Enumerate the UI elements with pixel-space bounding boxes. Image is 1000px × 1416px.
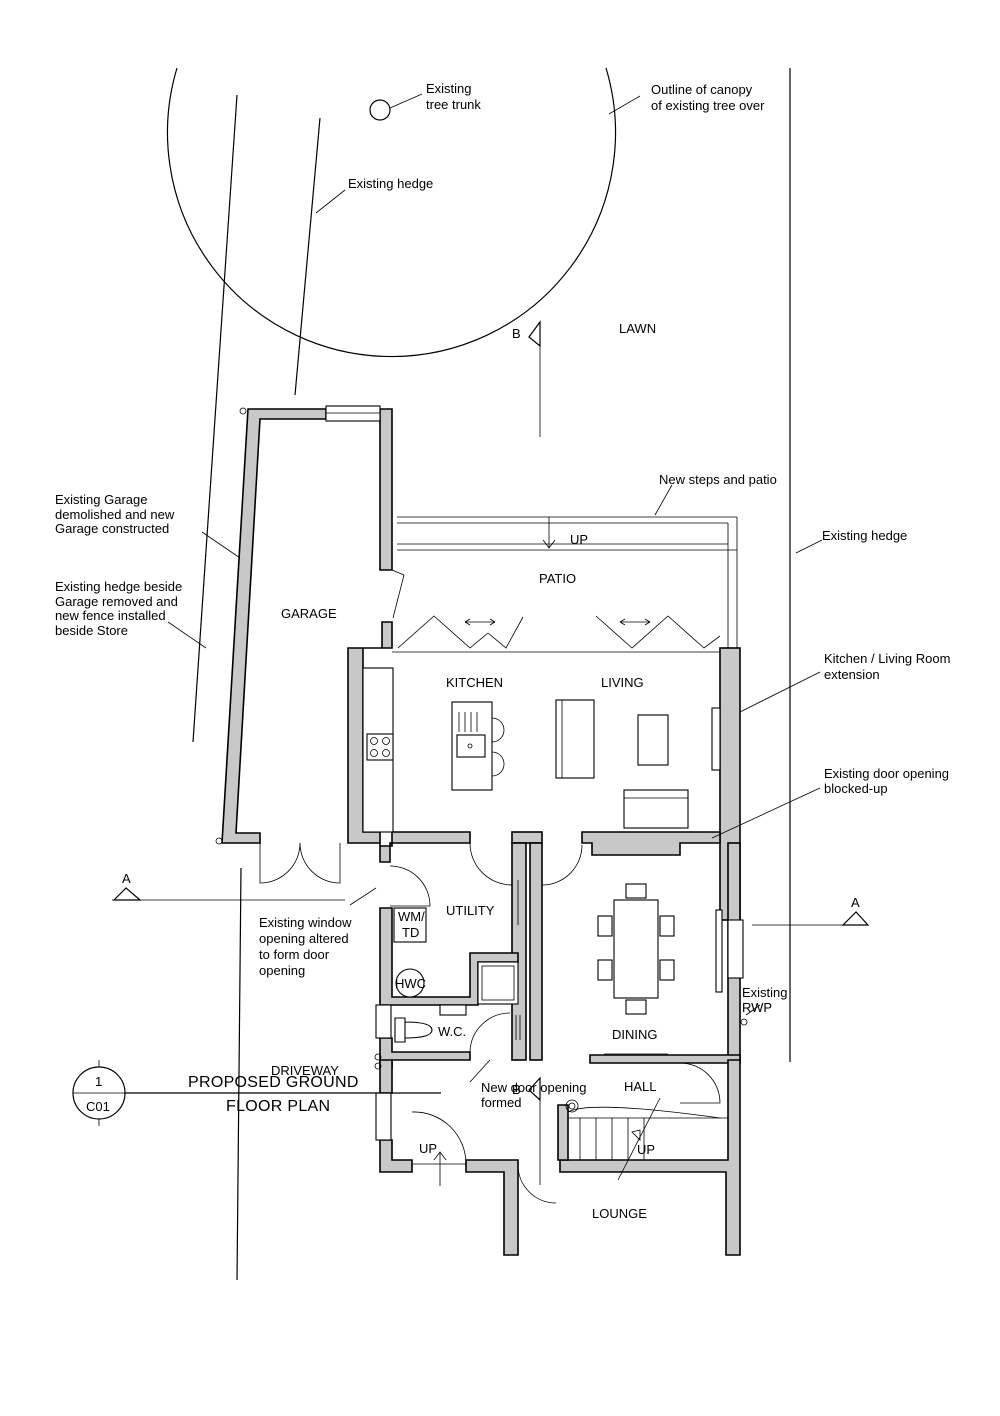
note-rwp-1: Existing [742, 985, 788, 1000]
title-line-2: FLOOR PLAN [226, 1098, 330, 1115]
garage-wall [221, 408, 327, 844]
toilet-icon [394, 1017, 433, 1043]
note-new-door-2: formed [481, 1095, 521, 1110]
hwc-cylinder-icon [395, 968, 425, 998]
note-hedge-removed-4: beside Store [55, 623, 128, 638]
dining-table [613, 899, 659, 999]
note-door-blocked-1: Existing door opening [824, 766, 949, 781]
note-extension-1: Kitchen / Living Room [824, 651, 950, 666]
room-utility: UTILITY [446, 903, 495, 918]
room-hwc: HWC [395, 976, 426, 991]
room-garage: GARAGE [281, 606, 337, 621]
note-extension-2: extension [824, 667, 880, 682]
hob-icon [366, 733, 394, 761]
wc-basin-icon [439, 1004, 467, 1016]
note-hedge-removed-1: Existing hedge beside [55, 579, 182, 594]
note-hedge-removed-3: new fence installed [55, 608, 166, 623]
sheet-number: C01 [86, 1099, 110, 1114]
note-window-4: opening [259, 963, 305, 978]
note-hedge-right: Existing hedge [822, 528, 907, 543]
leader-lines [167, 93, 823, 1083]
section-a-right-label: A [851, 895, 860, 910]
openings [374, 615, 748, 1204]
note-garage-2: demolished and new [55, 507, 175, 522]
room-lawn: LAWN [619, 321, 656, 336]
fixtures [362, 667, 689, 1043]
hedge-left-line-lower [236, 867, 242, 1281]
note-new-door-1: New door opening [481, 1080, 587, 1095]
shower-tray-icon [477, 961, 519, 1005]
note-steps-patio: New steps and patio [659, 472, 777, 487]
section-a-left-label: A [122, 871, 131, 886]
note-window-2: opening altered [259, 931, 349, 946]
note-garage-1: Existing Garage [55, 492, 148, 507]
note-garage-3: Garage constructed [55, 521, 169, 536]
room-wm: WM/ [398, 909, 425, 924]
section-markers: B B A A [112, 320, 870, 1185]
room-driveway: DRIVEWAY [271, 1063, 339, 1078]
sofa-2 [623, 789, 689, 829]
house-walls [347, 621, 741, 1256]
up-markers: UP UP UP [419, 532, 655, 1186]
note-hedge-top: Existing hedge [348, 176, 433, 191]
room-hall: HALL [624, 1079, 657, 1094]
sink-icon [456, 734, 486, 758]
tree-canopy-outline [166, 67, 617, 358]
garage-structure [215, 405, 405, 884]
note-door-blocked-2: blocked-up [824, 781, 888, 796]
staircase [565, 1097, 728, 1181]
room-dining: DINING [612, 1027, 658, 1042]
tree-trunk-icon [369, 99, 391, 121]
room-wc: W.C. [438, 1024, 466, 1039]
room-td: TD [402, 925, 419, 940]
up-stairs-label: UP [637, 1142, 655, 1157]
note-window-1: Existing window [259, 915, 352, 930]
note-window-3: to form door [259, 947, 330, 962]
room-patio: PATIO [539, 571, 576, 586]
annotations: Existing tree trunk Outline of canopy of… [55, 81, 950, 1110]
section-b-top-label: B [512, 326, 521, 341]
site-features [166, 67, 791, 1281]
title-block: 1 C01 PROPOSED GROUND FLOOR PLAN [72, 1060, 441, 1126]
coffee-table [637, 714, 669, 766]
room-kitchen: KITCHEN [446, 675, 503, 690]
note-hedge-removed-2: Garage removed and [55, 594, 178, 609]
note-tree-trunk-1: Existing [426, 81, 472, 96]
note-rwp-2: RWP [742, 1000, 772, 1015]
note-tree-trunk-2: tree trunk [426, 97, 481, 112]
title-line-1: PROPOSED GROUND [188, 1074, 359, 1091]
note-canopy-2: of existing tree over [651, 98, 765, 113]
hedge-left-line [192, 94, 238, 743]
room-labels: LAWN PATIO GARAGE KITCHEN LIVING UTILITY… [271, 321, 658, 1221]
patio-steps [397, 516, 738, 648]
up-porch-label: UP [419, 1141, 437, 1156]
drawing-number: 1 [95, 1074, 102, 1089]
up-patio-label: UP [570, 532, 588, 547]
section-b-bottom-label: B [512, 1082, 521, 1097]
note-canopy-1: Outline of canopy [651, 82, 753, 97]
room-living: LIVING [601, 675, 644, 690]
room-lounge: LOUNGE [592, 1206, 647, 1221]
boundary-left-line [294, 117, 321, 396]
